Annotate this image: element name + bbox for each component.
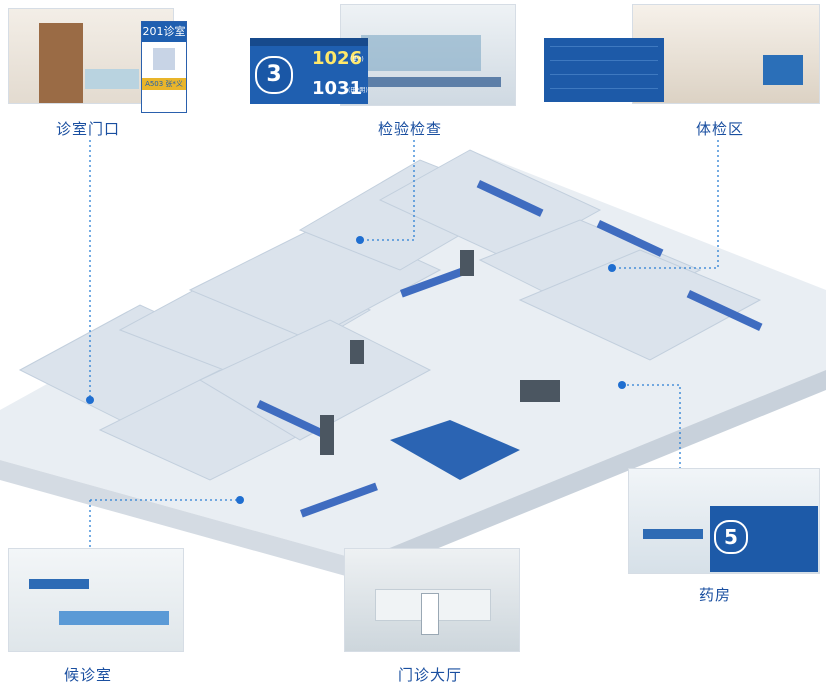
clinic-door-photo: 201诊室 A503 张*义 [8, 8, 187, 113]
physical-exam-screen [544, 38, 664, 102]
calling-number: 1026 [312, 48, 363, 69]
pharmacy-window-number: 5 [714, 520, 748, 554]
label-waiting-room: 候诊室 [63, 666, 112, 684]
door-icon [39, 23, 83, 103]
pharmacy-screen: 5 [710, 506, 818, 572]
lab-screen: 3 1026 (史*) 1031 (田*明) [250, 38, 368, 104]
doctor-avatar [153, 48, 175, 70]
label-pharmacy: 药房 [698, 586, 731, 604]
physical-exam-photo [632, 4, 820, 104]
queue-number: A503 张*义 [142, 78, 186, 90]
waiting-number: 1031 [312, 78, 363, 99]
room-title: 201诊室 [142, 22, 186, 42]
label-lab: 检验检查 [377, 120, 442, 138]
label-physical-exam: 体检区 [695, 120, 744, 138]
lobby-photo [344, 548, 520, 652]
calling-suffix: (史*) [350, 56, 364, 63]
window-number: 3 [255, 56, 293, 94]
label-clinic-door: 诊室门口 [55, 120, 120, 138]
waiting-room-photo [8, 548, 184, 652]
waiting-suffix: (田*明) [348, 87, 368, 94]
lab-photo [340, 4, 516, 106]
robot-icon [421, 593, 439, 635]
clinic-door-screen: 201诊室 A503 张*义 [141, 21, 187, 113]
label-lobby: 门诊大厅 [397, 666, 462, 684]
